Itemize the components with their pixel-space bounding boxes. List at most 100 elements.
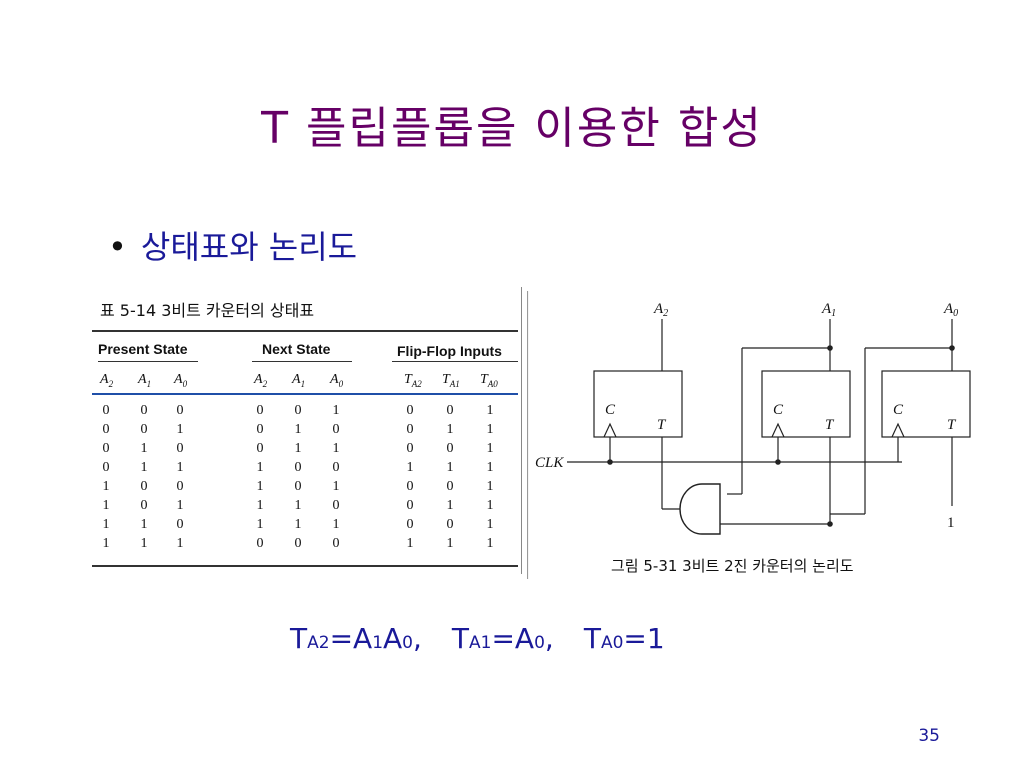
clock-triangle-a0 bbox=[891, 422, 905, 438]
table-cell: 1 bbox=[446, 498, 454, 513]
table-cell: 1 bbox=[486, 403, 494, 418]
table-cell: 0 bbox=[406, 498, 414, 513]
constant-one-label: 1 bbox=[947, 515, 955, 531]
table-cell: 1 bbox=[446, 422, 454, 437]
table-cell: 1 bbox=[176, 498, 184, 513]
table-cell: 0 bbox=[256, 422, 264, 437]
group-underline-next bbox=[252, 361, 352, 362]
group-underline-present bbox=[98, 361, 198, 362]
group-header-next: Next State bbox=[262, 341, 331, 357]
pin-t-a0: T bbox=[947, 417, 957, 433]
table-cell: 1 bbox=[332, 479, 340, 494]
table-cell: 1 bbox=[486, 517, 494, 532]
table-cell: 0 bbox=[406, 517, 414, 532]
pin-c-a1: C bbox=[773, 402, 784, 418]
table-cell: 1 bbox=[176, 536, 184, 551]
table-cell: 0 bbox=[102, 441, 110, 456]
table-cell: 0 bbox=[176, 517, 184, 532]
table-cell: 1 bbox=[140, 536, 148, 551]
table-cell: 1 bbox=[256, 460, 264, 475]
table-cell: 1 bbox=[294, 517, 302, 532]
table-cell: 0 bbox=[256, 403, 264, 418]
junction-dots bbox=[607, 345, 955, 527]
table-cell: 1 bbox=[332, 517, 340, 532]
table-cell: 1 bbox=[486, 422, 494, 437]
bullet-item: •상태표와 논리도 bbox=[108, 222, 357, 268]
table-cell: 0 bbox=[294, 479, 302, 494]
col-header-next-a0: A0 bbox=[330, 372, 344, 389]
table-cell: 0 bbox=[446, 403, 454, 418]
col-header-input-ta2: TA2 bbox=[404, 372, 422, 389]
table-cell: 1 bbox=[332, 403, 340, 418]
table-cell: 0 bbox=[332, 498, 340, 513]
table-cell: 1 bbox=[256, 517, 264, 532]
table-cell: 1 bbox=[140, 460, 148, 475]
table-cell: 0 bbox=[446, 441, 454, 456]
equation-ta1: TA1=A0, bbox=[451, 622, 554, 655]
table-cell: 0 bbox=[140, 403, 148, 418]
table-cell: 1 bbox=[256, 479, 264, 494]
clock-triangle-a1 bbox=[771, 422, 785, 438]
clock-label: CLK bbox=[535, 455, 564, 471]
table-cell: 0 bbox=[446, 479, 454, 494]
table-cell: 0 bbox=[332, 460, 340, 475]
table-cell: 1 bbox=[294, 422, 302, 437]
equation-ta0: TA0=1 bbox=[583, 622, 665, 655]
table-cell: 0 bbox=[140, 422, 148, 437]
table-caption: 표 5-14 3비트 카운터의 상태표 bbox=[100, 301, 315, 320]
pin-t-a1: T bbox=[825, 417, 835, 433]
col-header-input-ta1: TA1 bbox=[442, 372, 460, 389]
logic-diagram: A2 A1 A0 CLK C T C T C T 1 bbox=[527, 291, 971, 579]
table-cell: 0 bbox=[406, 403, 414, 418]
table-cell: 1 bbox=[486, 479, 494, 494]
group-header-inputs: Flip-Flop Inputs bbox=[397, 343, 502, 359]
bullet-dot-icon: • bbox=[108, 228, 127, 266]
table-cell: 1 bbox=[294, 498, 302, 513]
table-cell: 1 bbox=[256, 498, 264, 513]
table-cell: 1 bbox=[332, 441, 340, 456]
table-cell: 1 bbox=[176, 422, 184, 437]
col-header-input-ta0: TA0 bbox=[480, 372, 498, 389]
output-label-a2: A2 bbox=[653, 301, 668, 319]
table-cell: 0 bbox=[102, 460, 110, 475]
table-cell: 0 bbox=[176, 441, 184, 456]
table-cell: 0 bbox=[140, 479, 148, 494]
page-number: 35 bbox=[918, 726, 940, 746]
and-gate bbox=[679, 483, 721, 535]
pin-c-a2: C bbox=[605, 402, 616, 418]
table-cell: 0 bbox=[176, 403, 184, 418]
output-label-a1: A1 bbox=[821, 301, 836, 319]
table-cell: 1 bbox=[446, 460, 454, 475]
group-underline-inputs bbox=[392, 361, 518, 362]
table-bottom-rule bbox=[92, 565, 518, 567]
figure-edge bbox=[521, 287, 522, 574]
table-cell: 0 bbox=[332, 536, 340, 551]
flipflop-a1 bbox=[761, 370, 851, 438]
table-cell: 1 bbox=[406, 460, 414, 475]
table-cell: 1 bbox=[102, 498, 110, 513]
table-cell: 1 bbox=[486, 460, 494, 475]
table-cell: 1 bbox=[294, 441, 302, 456]
table-cell: 0 bbox=[446, 517, 454, 532]
table-cell: 0 bbox=[406, 441, 414, 456]
col-header-next-a2: A2 bbox=[254, 372, 268, 389]
col-header-next-a1: A1 bbox=[292, 372, 306, 389]
equation-line: TA2=A1A0,TA1=A0,TA0=1 bbox=[290, 622, 665, 655]
table-cell: 1 bbox=[446, 536, 454, 551]
figure-caption: 그림 5-31 3비트 2진 카운터의 논리도 bbox=[611, 555, 901, 576]
table-cell: 1 bbox=[486, 498, 494, 513]
table-cell: 0 bbox=[406, 479, 414, 494]
clock-triangle-a2 bbox=[603, 422, 617, 438]
table-cell: 1 bbox=[140, 441, 148, 456]
table-cell: 1 bbox=[140, 517, 148, 532]
state-table-figure: 표 5-14 3비트 카운터의 상태표 Present State Next S… bbox=[92, 287, 522, 574]
output-label-a0: A0 bbox=[943, 301, 958, 319]
flipflop-a2 bbox=[593, 370, 683, 438]
table-cell: 0 bbox=[406, 422, 414, 437]
flipflop-a0 bbox=[881, 370, 971, 438]
table-top-rule bbox=[92, 330, 518, 332]
col-header-present-a0: A0 bbox=[174, 372, 188, 389]
table-cell: 1 bbox=[176, 460, 184, 475]
table-cell: 0 bbox=[256, 441, 264, 456]
table-cell: 0 bbox=[294, 460, 302, 475]
